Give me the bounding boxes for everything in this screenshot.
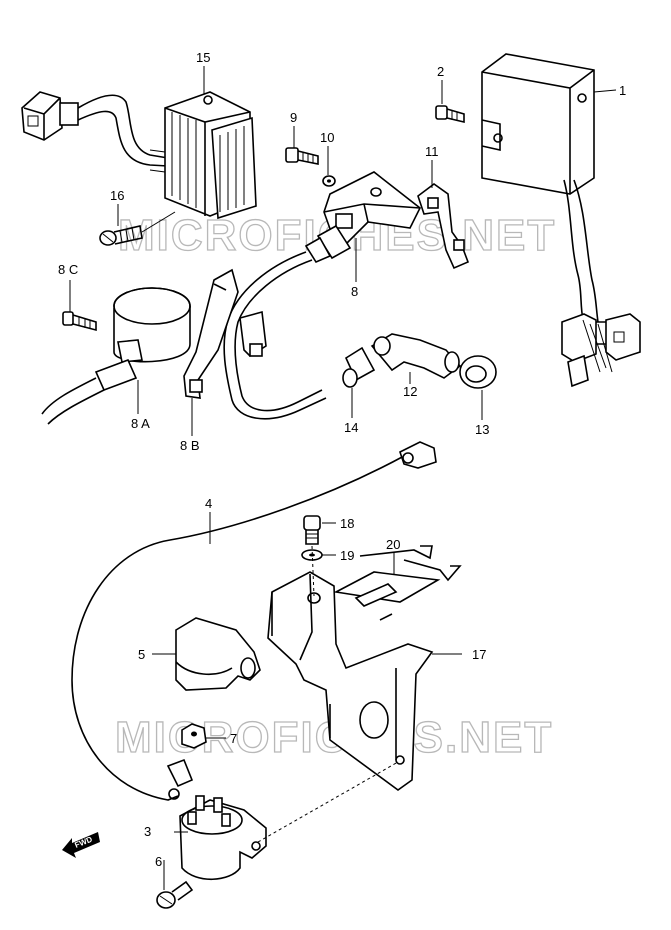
callout-19: 19: [340, 548, 354, 563]
leader-lines: [69, 66, 617, 890]
callout-17: 17: [472, 647, 486, 662]
part-4-lead-wire[interactable]: [71, 441, 437, 801]
callout-11: 11: [425, 144, 439, 159]
callout-16: 16: [110, 188, 124, 203]
alignment-line-bolt-18: [311, 545, 315, 597]
part-13-cover[interactable]: [459, 355, 497, 389]
part-2-bolt[interactable]: [435, 105, 465, 124]
callout-9: 9: [290, 110, 297, 125]
part-12-plug-cap[interactable]: [370, 333, 462, 379]
part-14-grommet[interactable]: [342, 346, 376, 388]
part-8c-bolt[interactable]: [62, 311, 97, 332]
callout-3: 3: [144, 824, 151, 839]
callout-8c: 8 C: [58, 262, 78, 277]
callout-13: 13: [475, 422, 489, 437]
part-16-bolt[interactable]: [99, 211, 176, 246]
callout-4: 4: [205, 496, 212, 511]
callout-2: 2: [437, 64, 444, 79]
part-15-regulator-rectifier[interactable]: [21, 91, 257, 220]
callout-14: 14: [344, 420, 358, 435]
part-1-control-unit[interactable]: [481, 53, 641, 388]
part-17-bracket[interactable]: [267, 571, 434, 791]
alignment-line-relay: [257, 761, 399, 843]
part-6-bolt[interactable]: [156, 880, 194, 909]
part-8-ignition-coil[interactable]: [223, 171, 422, 420]
callout-8b: 8 B: [180, 438, 200, 453]
callout-20: 20: [386, 537, 400, 552]
part-8a-ignition-coil[interactable]: [41, 287, 191, 425]
callout-7: 7: [230, 731, 237, 746]
callout-8: 8: [351, 284, 358, 299]
callout-1: 1: [619, 83, 626, 98]
callout-8a: 8 A: [131, 416, 150, 431]
callout-6: 6: [155, 854, 162, 869]
part-8b-bracket[interactable]: [183, 268, 267, 399]
part-10-washer[interactable]: [322, 175, 336, 187]
part-9-bolt[interactable]: [285, 147, 319, 165]
part-3-starter-relay[interactable]: [179, 795, 267, 880]
callout-12: 12: [403, 384, 417, 399]
fwd-arrow-icon: FWD: [62, 832, 100, 858]
part-7-nut[interactable]: [181, 723, 207, 749]
callout-18: 18: [340, 516, 354, 531]
part-20-band[interactable]: [333, 545, 462, 621]
part-18-bolt[interactable]: [303, 515, 321, 545]
callout-15: 15: [196, 50, 210, 65]
part-5-terminal-cover[interactable]: [175, 617, 261, 691]
part-11-bracket[interactable]: [417, 183, 470, 270]
callout-10: 10: [320, 130, 334, 145]
callout-5: 5: [138, 647, 145, 662]
